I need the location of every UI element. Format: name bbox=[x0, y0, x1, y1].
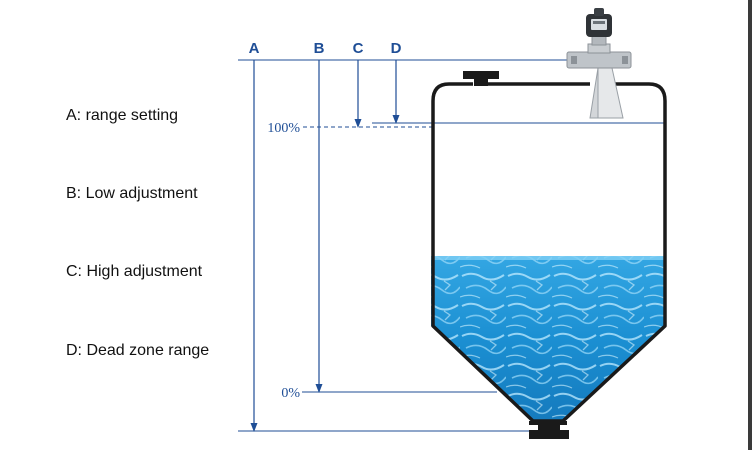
column-label-b: B bbox=[314, 40, 325, 57]
legend-high-adjustment: C: High adjustment bbox=[66, 263, 203, 280]
arrowhead-d bbox=[392, 115, 400, 124]
empty-level-label: 0% bbox=[281, 386, 300, 401]
column-label-a: A bbox=[249, 40, 260, 57]
arrowhead-a bbox=[250, 423, 258, 432]
arrowhead-b bbox=[315, 384, 323, 393]
window-border bbox=[748, 0, 752, 450]
legend-range-setting: A: range setting bbox=[66, 107, 179, 124]
full-level-label: 100% bbox=[267, 121, 300, 136]
radar-level-sensor-icon bbox=[566, 8, 632, 119]
silo-tank-icon bbox=[431, 71, 667, 439]
water-fill bbox=[431, 256, 665, 421]
column-label-c: C bbox=[353, 40, 364, 57]
legend-dead-zone-range: D: Dead zone range bbox=[66, 342, 210, 359]
legend-low-adjustment: B: Low adjustment bbox=[66, 185, 198, 202]
column-label-d: D bbox=[391, 40, 402, 57]
arrowhead-c bbox=[354, 119, 362, 128]
